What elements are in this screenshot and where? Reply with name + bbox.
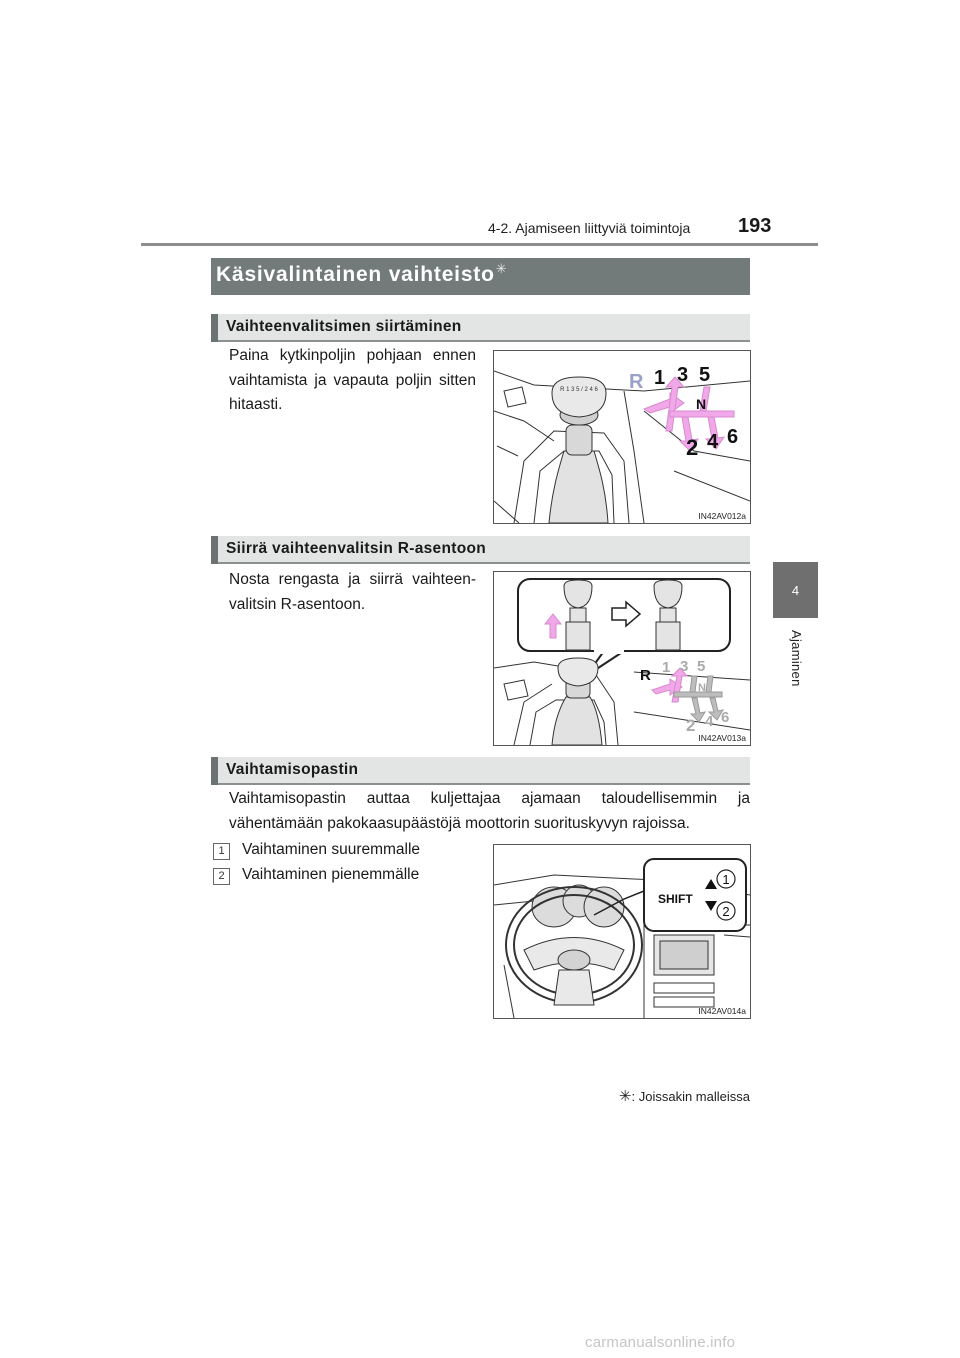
r2-gear-1-label: 1	[662, 659, 670, 676]
footnote: ✳: Joissakin malleissa	[600, 1087, 750, 1105]
header-section-title: 4-2. Ajamiseen liittyviä toimintoja	[488, 220, 691, 236]
reverse-shift-illustration: R 1 3 5 N 2 4 6	[494, 578, 750, 745]
page-title-text: Käsivalintainen vaihteisto	[216, 263, 495, 286]
footnote-marker: ✳	[618, 1088, 632, 1105]
chapter-tab: 4	[773, 562, 818, 618]
chapter-number: 4	[791, 583, 800, 598]
shift-lever-illustration: R 1 3 5 / 2 4 6 R 1 3 5 N 2 4 6	[494, 364, 750, 523]
page-title: Käsivalintainen vaihteisto✳	[211, 258, 750, 295]
callout-1: 1	[722, 872, 729, 887]
header-rule	[141, 243, 818, 246]
subheading-shifting: Vaihteenvalitsimen siirtäminen	[211, 314, 750, 342]
title-marker: ✳	[495, 261, 508, 276]
gear-3-label: 3	[677, 364, 688, 386]
r2-gear-5-label: 5	[697, 658, 705, 675]
r2-gear-n-label: N	[698, 682, 706, 694]
figure-code: IN42AV013a	[698, 733, 746, 743]
paragraph-reverse: Nosta rengasta ja siirrä vaihteen­valits…	[229, 571, 476, 613]
chapter-label: Ajaminen	[789, 630, 804, 687]
list-item-label: Vaihtaminen pienemmälle	[242, 866, 420, 883]
figure-code: IN42AV014a	[698, 1006, 746, 1016]
dashboard-illustration: SHIFT 1 2	[494, 858, 750, 1018]
gear-5-label: 5	[699, 364, 710, 386]
callout-number: 2	[213, 868, 230, 885]
subheading-reverse: Siirrä vaihteenvalitsin R-asentoon	[211, 536, 750, 564]
subheading-shift-indicator: Vaihtamisopastin	[211, 757, 750, 785]
knob-pattern-text: R 1 3 5 / 2 4 6	[560, 387, 598, 393]
upshift-arrow-icon	[705, 879, 717, 889]
subheading-shifting-text: Vaihteenvalitsimen siirtäminen	[226, 318, 462, 335]
r2-gear-4-label: 4	[705, 713, 714, 730]
watermark: carmanualsonline.info	[585, 1334, 736, 1351]
shift-indicator-label: SHIFT	[658, 892, 693, 906]
gear-2-label: 2	[686, 435, 698, 460]
gear-6-label: 6	[727, 426, 738, 448]
figure-shift-indicator: SHIFT 1 2 IN42AV014a	[493, 844, 751, 1019]
downshift-arrow-icon	[705, 901, 717, 911]
gear-4-label: 4	[707, 431, 719, 453]
figure-shift-lever: R 1 3 5 / 2 4 6 R 1 3 5 N 2 4 6 IN42AV01…	[493, 350, 751, 524]
figure-reverse-shift: R 1 3 5 N 2 4 6 IN42AV013a	[493, 571, 751, 746]
callout-number: 1	[213, 843, 230, 860]
paragraph-shift-indicator: Vaihtamisopastin auttaa kuljettajaa ajam…	[229, 790, 750, 832]
figure-code: IN42AV012a	[698, 511, 746, 521]
r2-gear-6-label: 6	[721, 709, 729, 726]
subheading-shift-indicator-text: Vaihtamisopastin	[226, 761, 359, 778]
callout-2: 2	[722, 904, 729, 919]
footnote-text: : Joissakin malleissa	[631, 1089, 751, 1104]
r2-gear-2-label: 2	[686, 716, 695, 735]
list-item-label: Vaihtaminen suuremmalle	[242, 841, 421, 858]
gear-n-label: N	[696, 396, 706, 412]
gear-1-label: 1	[654, 367, 665, 389]
paragraph-clutch: Paina kytkinpoljin pohjaan ennen vaihtam…	[229, 347, 476, 413]
r2-gear-3-label: 3	[680, 658, 688, 675]
r2-gear-r-label: R	[640, 667, 651, 684]
subheading-reverse-text: Siirrä vaihteenvalitsin R-asentoon	[226, 540, 486, 557]
page-number: 193	[738, 215, 772, 237]
gear-r-label: R	[629, 371, 644, 393]
